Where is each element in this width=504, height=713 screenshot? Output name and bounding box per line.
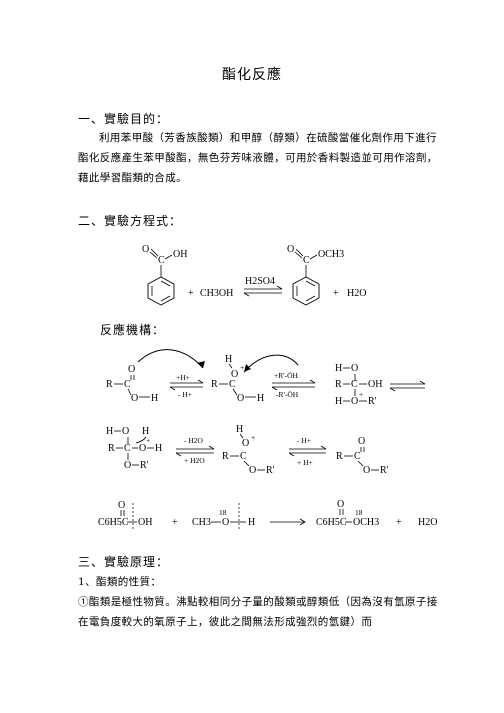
m-s3-oh: OH [368,379,382,390]
m-s4-r: R [108,443,115,454]
m-s4-o2: O [139,443,146,454]
m3-methanol-o: O [222,517,229,528]
m3-ester: C6H5C [316,517,347,528]
m-a4-bot: + H+ [297,458,313,467]
m-s4-h2: H [142,426,149,437]
m3-label-18: 18 [219,508,227,517]
m3-methanol-ch3: CH3 [192,517,211,528]
m-s2-o: O [231,369,238,380]
eq-water: H2O [347,288,366,299]
principle-text: ①酯類是極性物質。沸點較相同分子量的酸類或醇類低（因為沒有氫原子接在電負度較大的… [78,596,438,628]
principle-heading: 三、實驗原理： [78,555,170,569]
m3-methanol-h: H [248,517,255,528]
m-s2-h: H [225,354,232,365]
m-s4-c: C [124,443,131,454]
eq-ester-c: C [303,255,310,266]
m-a4-top: - H+ [297,436,311,445]
m-s3-r2: R' [368,396,377,407]
main-equation: O C OH + CH3OH H2SO4 O C OCH3 + H2O [142,244,366,306]
m-s4-r2: R' [140,460,149,471]
m-a2-top: +R'-ÖH [274,371,298,380]
m-s2-o2: O [237,393,244,404]
eq-plus-2: + [333,288,339,299]
eq-ester-och3: OCH3 [318,249,344,260]
m-s2-plus: + [240,363,244,372]
mechanism-heading: 反應機構： [100,323,166,337]
purpose-heading: 一、實驗目的： [78,112,170,126]
m-s1-o: O [128,364,135,375]
m-s5-r: R [222,451,229,462]
m3-acid: C6H5C [98,517,129,528]
m-s3-plus: + [359,390,363,399]
curved-arrow-icon [197,361,205,368]
m-s3-o: O [351,363,358,374]
m3-plus-2: + [396,517,402,528]
m-s6-o2: O [363,465,370,476]
m-s1-h: H [151,393,158,404]
m-s4-plus: + [146,436,150,445]
equilibrium-arrow-icon [389,380,426,392]
benzene-ring-icon [292,276,320,306]
m-s1-c: C [124,379,131,390]
m3-plus-1: + [172,517,178,528]
m-s3-h2: H [335,396,342,407]
m-s2-c: C [229,379,236,390]
m-s2-h2: H [257,393,264,404]
m-a1-bot: - H+ [178,390,192,399]
purpose-text: 利用苯甲酸（芳香族酸類）和甲醇（醇類）在硫酸當催化劑作用下進行酯化反應產生苯甲酸… [78,132,438,184]
m-s5-h: H [236,424,243,435]
m3-ester-och3: OCH3 [353,517,379,528]
curved-arrow-icon [244,364,251,372]
eq-acid-oh: OH [173,249,187,260]
m-a2-bot: -R'-ÖH [276,390,299,399]
mechanism-diagram: O R C O H +H+ - H+ H O + R C O H +R'-ÖH … [98,349,437,530]
m-s3-o2: O [351,396,358,407]
eq-acid-o: O [142,244,149,255]
m-a1-top: +H+ [176,373,190,382]
m-s2-r: R [211,379,218,390]
m3-ester-o: O [337,499,344,510]
m-s3-h: H [335,363,342,374]
eq-catalyst: H2SO4 [245,276,275,287]
principle-subheading: 1、酯類的性質： [78,576,162,588]
m-s6-c: C [354,451,361,462]
reaction-arrow-icon [270,518,306,526]
m-s5-plus: + [251,433,255,442]
m-s6-r2: R' [380,465,389,476]
eq-ester-o: O [287,244,294,255]
benzene-ring-icon [147,276,175,306]
eq-acid-c: C [158,255,165,266]
m-s5-o2: O [249,465,256,476]
m-s4-h3: H [155,443,162,454]
eq-methanol: CH3OH [200,288,233,299]
equation-heading: 二、實驗方程式： [78,214,183,228]
m-a3-bot: + H2O [184,456,205,465]
m3-acid-o: O [118,500,125,511]
m-s1-r: R [106,379,113,390]
m-s5-r2: R' [266,465,275,476]
m-s4-o: O [122,426,129,437]
m-s4-o3: O [124,460,131,471]
m-a3-top: - H2O [184,436,204,445]
m-s4-h: H [106,426,113,437]
m-s3-r: R [335,379,342,390]
equilibrium-arrow-icon [243,285,283,297]
page-title: 酯化反應 [222,67,282,83]
m3-acid-oh: OH [138,517,152,528]
m-s1-o2: O [131,393,138,404]
m3-water: H2O [418,517,437,528]
m-s6-r: R [336,451,343,462]
m-s6-o: O [358,436,365,447]
m-s5-o: O [242,438,249,449]
m-s5-c: C [240,451,247,462]
m3-ester-label-18: 18 [355,508,363,517]
eq-plus-1: + [188,288,194,299]
m-s3-c: C [351,379,358,390]
